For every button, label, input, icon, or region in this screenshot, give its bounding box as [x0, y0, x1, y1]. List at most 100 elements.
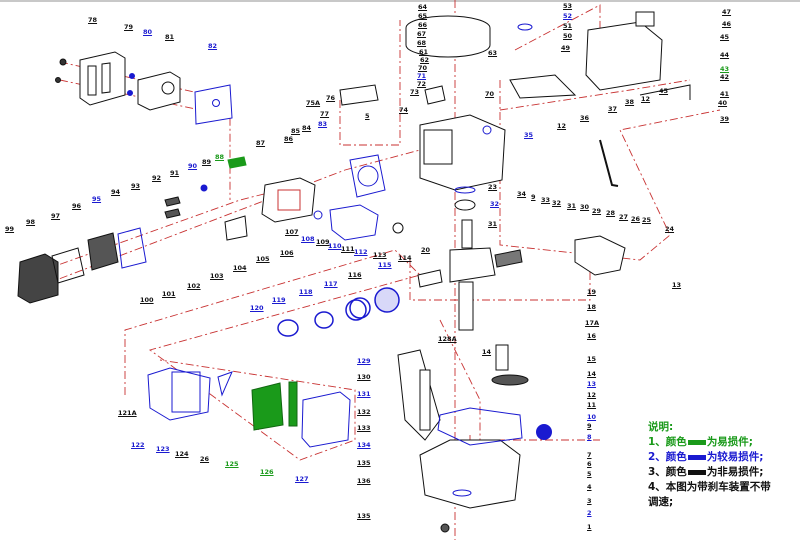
brake-bracket [574, 235, 626, 276]
bolt [55, 77, 61, 83]
part-number-label: 78 [88, 16, 98, 24]
part-number-label: 136 [357, 477, 371, 485]
part-number-label: 26 [631, 215, 641, 223]
legend-swatch-black [687, 469, 706, 475]
part-number-label: 75A [306, 99, 321, 107]
part-number-label: 97 [51, 212, 61, 220]
crankcase-gasket [437, 407, 523, 446]
part-number-label: 12 [587, 391, 597, 399]
engine-block [419, 114, 506, 191]
part-number-label: 18 [587, 303, 597, 311]
part-number-label: 61 [419, 48, 429, 56]
part-number-label: 12 [557, 122, 567, 130]
part-number-label: 120 [250, 304, 264, 312]
governor-gear [536, 424, 552, 440]
part-number-label: 123 [156, 445, 170, 453]
part-number-label: 74 [399, 106, 409, 114]
guide-line [339, 20, 401, 146]
part-number-label: 47 [722, 8, 732, 16]
crankshaft-taper [461, 219, 473, 249]
part-number-label: 109 [316, 238, 330, 246]
part-number-label: 108 [301, 235, 315, 243]
air-filter-base-frame [171, 371, 201, 413]
part-number-label: 101 [162, 290, 176, 298]
balancer [494, 249, 523, 268]
part-number-label: 44 [720, 51, 730, 59]
air-filter-element [251, 382, 284, 431]
part-number-label: 9 [531, 193, 536, 201]
rocker-bracket [224, 215, 248, 241]
part-number-label: 116 [348, 271, 362, 279]
muffler-outlet [161, 81, 175, 95]
part-number-label: 129 [357, 357, 371, 365]
breather-cover [87, 232, 119, 271]
legend-item-label: 为易损件; [706, 436, 754, 448]
part-number-label: 126 [260, 468, 274, 476]
legend-item-label: 为非易损件; [706, 466, 764, 478]
part-number-label: 30 [580, 203, 590, 211]
muffler-gasket [194, 84, 233, 125]
part-number-label: 64 [418, 3, 428, 11]
part-number-label: 88 [215, 153, 225, 161]
part-number-label: 43 [720, 65, 730, 73]
breather-gasket [117, 227, 147, 269]
air-filter-base [147, 367, 211, 421]
gasket-hole [212, 99, 220, 107]
camshaft [495, 344, 509, 371]
part-number-label: 131 [357, 390, 371, 398]
part-number-label: 36 [580, 114, 590, 122]
part-number-label: 114 [398, 254, 412, 262]
valve-seal [200, 184, 208, 192]
part-number-label: 32 [552, 199, 562, 207]
piston-ring-set [345, 299, 367, 321]
cam-gear [491, 374, 529, 386]
part-number-label: 103 [210, 272, 224, 280]
stop-switch [424, 85, 446, 105]
part-number-label: 72 [417, 80, 427, 88]
part-number-label: 37 [608, 105, 618, 113]
cylinder-head [261, 177, 316, 223]
legend-item-label: 1、颜色 [648, 436, 687, 448]
part-number-label: 28 [606, 209, 616, 217]
governor-assembly-box [397, 349, 441, 441]
carburetor [329, 204, 379, 241]
part-number-label: 2 [587, 509, 592, 517]
oil-seal [454, 186, 476, 194]
part-number-label: 105 [256, 255, 270, 263]
part-number-label: 80 [143, 28, 153, 36]
guide-line [499, 79, 691, 111]
part-number-label: 122 [131, 441, 145, 449]
part-number-label: 132 [357, 408, 371, 416]
part-number-label: 16 [587, 332, 597, 340]
nut [129, 73, 135, 79]
part-number-label: 26 [200, 455, 210, 463]
part-number-label: 33 [541, 196, 551, 204]
part-number-label: 68 [417, 39, 427, 47]
part-number-label: 91 [170, 169, 180, 177]
legend-title: 说明: [648, 421, 674, 433]
bearing [454, 199, 476, 211]
part-number-label: 12 [641, 95, 651, 103]
piston-ring-set [349, 297, 371, 319]
cylinder-bore [423, 129, 453, 165]
top-border [0, 0, 800, 2]
part-number-label: 135 [357, 459, 371, 467]
part-number-label: 130 [357, 373, 371, 381]
part-number-label: 5 [587, 470, 592, 478]
part-number-label: 53 [563, 2, 573, 10]
carburetor-insulator [392, 222, 404, 234]
part-number-label: 45 [720, 33, 730, 41]
part-number-label: 10 [587, 413, 597, 421]
spark-plug [227, 156, 247, 169]
part-number-label: 135 [357, 512, 371, 520]
part-number-label: 20 [421, 246, 431, 254]
part-number-label: 39 [720, 115, 730, 123]
piston [374, 287, 400, 313]
piston-ring [277, 319, 299, 337]
part-number-label: 115 [378, 261, 392, 269]
part-number-label: 50 [563, 32, 573, 40]
guide-line [409, 240, 591, 301]
part-number-label: 42 [720, 73, 730, 81]
part-number-label: 85 [291, 127, 301, 135]
part-number-label: 77 [320, 110, 330, 118]
